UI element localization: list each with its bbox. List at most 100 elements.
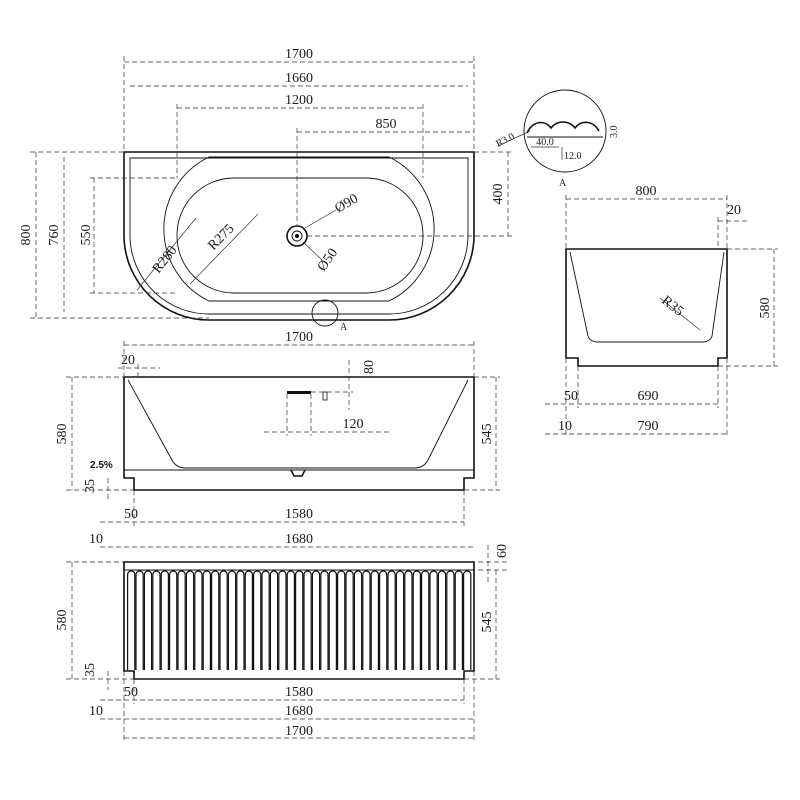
flute-groove [135, 570, 144, 670]
flute-groove [404, 570, 413, 670]
flute-groove [143, 570, 153, 670]
front-elevation-flutes [127, 570, 472, 670]
leader-d90 [304, 209, 337, 229]
top-view: A 1700 1660 1200 850 800 760 550 400 R28 [19, 47, 512, 333]
front-section-basin [127, 379, 469, 469]
dim-top-width-overall: 1700 [285, 47, 313, 62]
detail-a-label: A [559, 178, 567, 189]
dim-side-base-outer: 790 [638, 419, 659, 434]
side-view: 800 20 580 R35 50 690 10 790 [545, 184, 778, 438]
detail-a: R3.0 40.0 12.0 3.0 A [494, 89, 620, 189]
flute-groove [328, 570, 337, 670]
dim-elev-height: 580 [55, 610, 70, 631]
dim-side-height: 580 [758, 298, 773, 319]
top-view-drain-inner [291, 230, 303, 242]
leader-r275 [189, 213, 259, 285]
flute-groove [152, 570, 161, 670]
flute-groove [177, 570, 186, 670]
leader-r280 [136, 217, 197, 291]
flute-groove [320, 570, 329, 670]
flute-groove [236, 570, 245, 670]
flute-groove [387, 570, 396, 670]
flute-groove [337, 570, 346, 670]
dim-drain-offset: 850 [376, 117, 397, 132]
dim-top-depth-inner: 760 [47, 225, 62, 246]
dim-elev-base-length: 1580 [285, 685, 313, 700]
front-section-drain [290, 469, 306, 477]
top-view-basin [176, 177, 424, 294]
dim-radius-inner: R275 [205, 221, 237, 253]
dim-top-depth-overall: 800 [19, 225, 34, 246]
flute-groove [278, 570, 287, 670]
detail-a-radius: R3.0 [494, 131, 516, 150]
flute-groove [303, 570, 312, 670]
flute-groove [370, 570, 379, 670]
flute-groove [345, 570, 354, 670]
dim-front-length-1680: 1680 [285, 532, 313, 547]
dim-front-base-length: 1580 [285, 507, 313, 522]
top-view-rim [163, 156, 435, 302]
flute-groove [261, 570, 270, 670]
flute-groove [286, 570, 295, 670]
dim-side-offset-50: 50 [564, 389, 578, 404]
dim-top-width-inner: 1660 [285, 71, 313, 86]
flute-groove [219, 570, 228, 670]
leader-r3 [497, 130, 531, 147]
detail-a-pitch: 40.0 [536, 137, 554, 148]
top-view-outer-shell [123, 151, 475, 321]
dim-basin-width: 550 [79, 225, 94, 246]
top-view-drain-center [295, 234, 299, 238]
flute-groove [227, 570, 237, 670]
front-section-overflow [322, 391, 328, 401]
flute-groove [463, 570, 472, 670]
detail-a-depth: 12.0 [564, 151, 582, 162]
dim-rim-band: 60 [495, 544, 510, 558]
flute-groove [194, 570, 203, 670]
dim-side-base-inner: 690 [638, 389, 659, 404]
dim-elev-basin-depth: 545 [480, 612, 495, 633]
flute-groove [244, 570, 253, 670]
flute-groove [353, 570, 363, 670]
dim-front-base-offset: 50 [124, 507, 138, 522]
side-view-basin [569, 251, 725, 343]
dim-elev-base-offset: 50 [124, 685, 138, 700]
detail-a-groove: 3.0 [609, 126, 620, 139]
flute-groove [454, 570, 463, 670]
dim-drain-diameter: Ø90 [333, 191, 361, 216]
flute-groove [253, 570, 262, 670]
flute-groove [185, 570, 195, 670]
flute-groove [269, 570, 279, 670]
flute-groove [421, 570, 430, 670]
dim-front-basin-depth: 545 [480, 424, 495, 445]
flute-groove [295, 570, 304, 670]
dim-front-offset-10: 10 [89, 532, 103, 547]
dim-front-width-overall: 1700 [285, 330, 313, 345]
dim-basin-length: 1200 [285, 93, 313, 108]
flute-groove [160, 570, 169, 670]
flute-groove [362, 570, 371, 670]
leader-d50 [302, 241, 323, 261]
flute-groove [169, 570, 178, 670]
dim-elev-plinth: 35 [83, 663, 98, 677]
dim-side-offset-10: 10 [558, 419, 572, 434]
flute-groove [446, 570, 455, 670]
front-section-spout [287, 391, 311, 394]
dim-front-rim: 20 [121, 353, 135, 368]
flute-groove [202, 570, 211, 670]
top-view-detail-a-circle [311, 299, 339, 327]
front-section: 1700 20 80 120 580 35 2.5% 545 50 1580 1… [55, 330, 500, 548]
flute-groove [379, 570, 388, 670]
dim-side-rim: 20 [727, 203, 741, 218]
front-section-slope: 2.5% [90, 460, 113, 471]
dim-side-width: 800 [636, 184, 657, 199]
detail-a-circle [523, 89, 607, 173]
dim-elev-offset-10: 10 [89, 704, 103, 719]
flute-groove [395, 570, 405, 670]
top-view-detail-a-label: A [340, 322, 348, 333]
flute-groove [127, 570, 136, 670]
dim-elev-length-1680: 1680 [285, 704, 313, 719]
dim-spout-center: 120 [343, 417, 364, 432]
top-view-fluted-band [129, 157, 469, 315]
flute-groove [437, 570, 447, 670]
flute-groove [211, 570, 220, 670]
